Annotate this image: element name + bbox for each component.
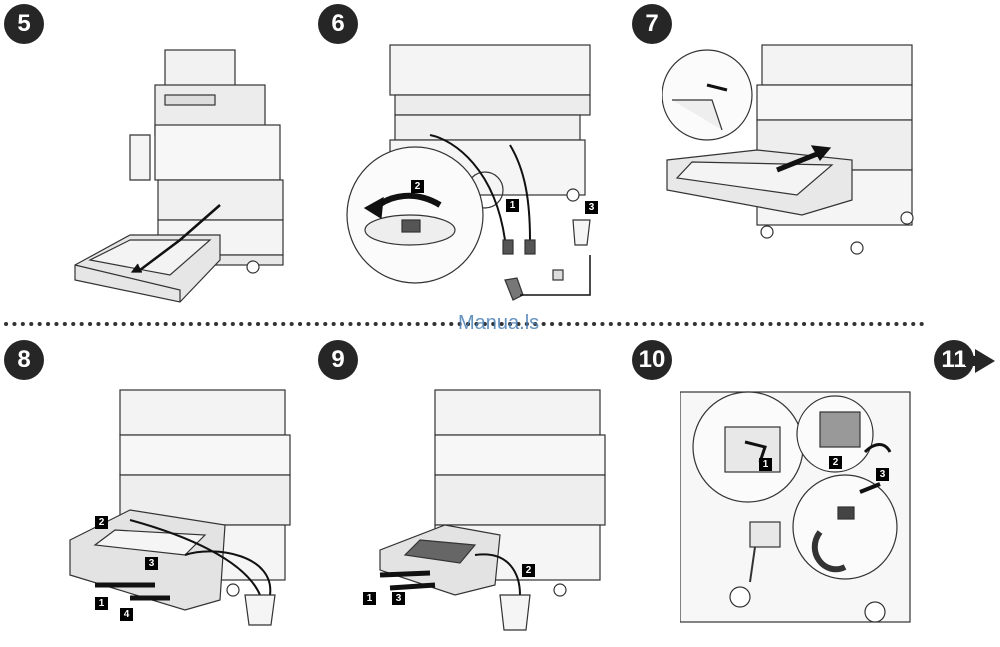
step-7-illustration bbox=[662, 40, 922, 260]
step-6-illustration: 2 1 3 bbox=[345, 40, 610, 305]
step-8-callout-4: 4 bbox=[120, 608, 133, 621]
step-8-callout-2: 2 bbox=[95, 516, 108, 529]
dotted-divider bbox=[4, 322, 926, 326]
step-10-illustration: 1 2 3 bbox=[680, 382, 920, 642]
step-10-callout-3: 3 bbox=[876, 468, 889, 481]
step-9-illustration: 2 1 3 bbox=[360, 385, 610, 640]
step-9-callout-3: 3 bbox=[392, 592, 405, 605]
step-6-callout-1: 1 bbox=[506, 199, 519, 212]
step-7-badge: 7 bbox=[632, 4, 672, 44]
step-10-badge: 10 bbox=[632, 340, 672, 380]
watermark: Manua.ls bbox=[458, 312, 540, 334]
step-9-callout-1: 1 bbox=[363, 592, 376, 605]
step-9-callout-2: 2 bbox=[522, 564, 535, 577]
step-5-badge: 5 bbox=[4, 4, 44, 44]
step-8-badge: 8 bbox=[4, 340, 44, 380]
step-8-callout-3: 3 bbox=[145, 557, 158, 570]
step-9-badge: 9 bbox=[318, 340, 358, 380]
step-6-callout-3: 3 bbox=[585, 201, 598, 214]
step-10-callout-1: 1 bbox=[759, 458, 772, 471]
step-8-illustration: 2 3 1 4 bbox=[65, 385, 305, 640]
step-8-callout-1: 1 bbox=[95, 597, 108, 610]
step-5-illustration bbox=[70, 40, 290, 310]
step-10-callout-2: 2 bbox=[829, 456, 842, 469]
step-6-badge: 6 bbox=[318, 4, 358, 44]
step-6-callout-2: 2 bbox=[411, 180, 424, 193]
next-arrow-shaft bbox=[965, 356, 977, 366]
arrow-right-icon bbox=[975, 349, 995, 373]
